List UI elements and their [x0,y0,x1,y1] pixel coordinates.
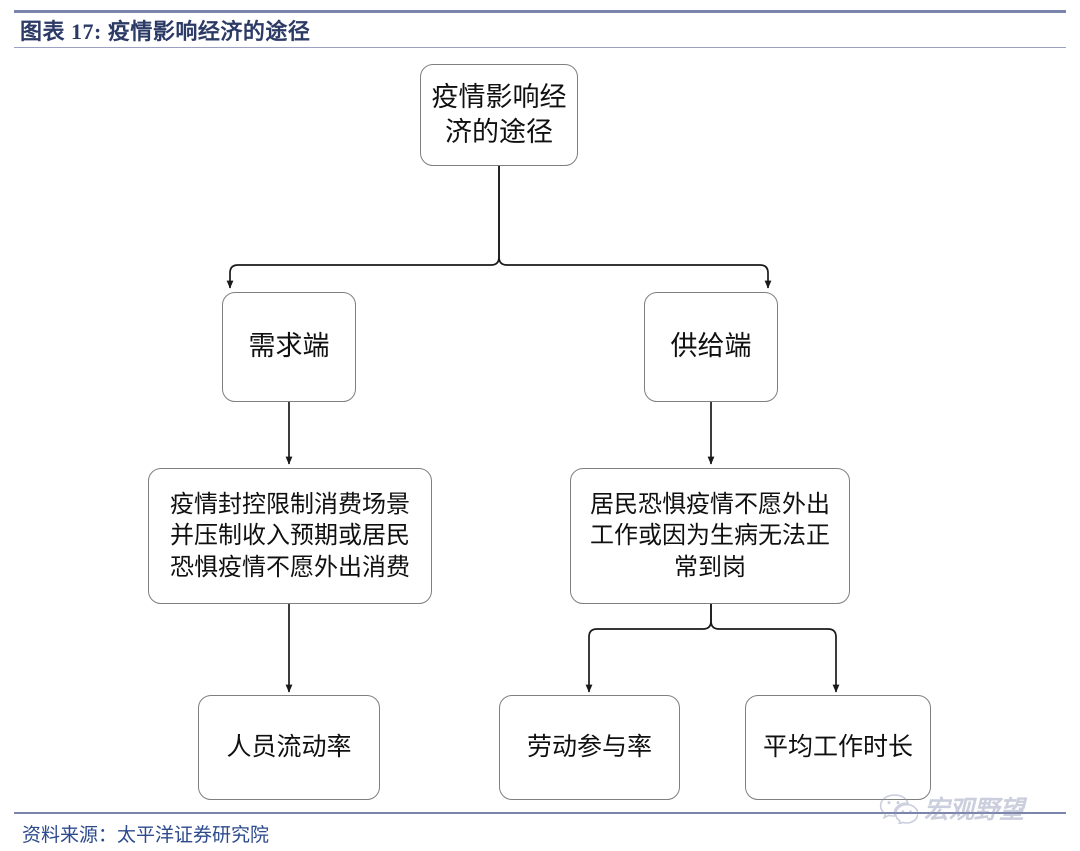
node-root[interactable]: 疫情影响经 济的途径 [420,64,578,166]
node-mobility-rate-label: 人员流动率 [226,733,352,762]
header-rule-top [14,10,1066,13]
node-average-working-hours[interactable]: 平均工作时长 [745,695,931,800]
node-labor-participation-rate[interactable]: 劳动参与率 [499,695,680,800]
node-supply[interactable]: 供给端 [644,292,778,402]
node-demand-description[interactable]: 疫情封控限制消费场景 并压制收入预期或居民 恐惧疫情不愿外出消费 [148,468,432,604]
node-root-label: 疫情影响经 济的途径 [431,81,567,147]
node-labor-participation-rate-label: 劳动参与率 [526,733,652,762]
node-supply-description[interactable]: 居民恐惧疫情不愿外出 工作或因为生病无法正 常到岗 [570,468,850,604]
node-supply-description-label: 居民恐惧疫情不愿外出 工作或因为生病无法正 常到岗 [590,491,830,581]
edge-root-to-demand [226,165,500,289]
node-demand-description-label: 疫情封控限制消费场景 并压制收入预期或居民 恐惧疫情不愿外出消费 [170,491,410,581]
node-demand[interactable]: 需求端 [222,292,356,402]
edge-supply-desc-to-work-hours [710,603,840,693]
page-title: 图表 17: 疫情影响经济的途径 [20,19,311,44]
flowchart-canvas: 疫情影响经 济的途径 需求端 供给端 疫情封控限制消费场景 并压制收入预期或居民… [0,50,1080,810]
node-average-working-hours-label: 平均工作时长 [762,733,913,762]
footer-rule [14,812,1066,814]
edge-supply-desc-to-labor-part [585,603,712,693]
flowchart-connectors [226,165,840,693]
node-demand-label: 需求端 [248,331,330,362]
header-rule-bottom [14,47,1066,48]
edge-root-to-supply [498,165,772,289]
node-supply-label: 供给端 [670,331,752,362]
node-mobility-rate[interactable]: 人员流动率 [198,695,380,800]
source-note: 资料来源：太平洋证券研究院 [22,825,270,846]
